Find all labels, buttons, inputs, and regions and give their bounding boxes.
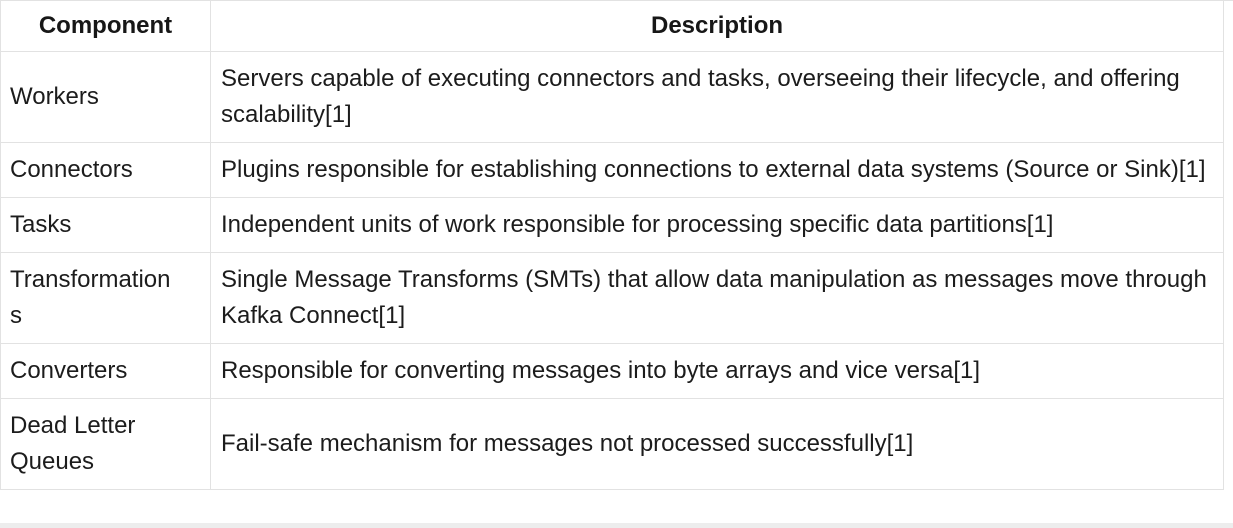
component-cell: Transformations	[0, 252, 211, 344]
column-header-component: Component	[0, 0, 211, 52]
description-cell: Responsible for converting messages into…	[210, 343, 1224, 399]
component-cell: Connectors	[0, 142, 211, 198]
table-row: Converters Responsible for converting me…	[0, 343, 1224, 399]
column-header-description: Description	[210, 0, 1224, 52]
table-row: Connectors Plugins responsible for estab…	[0, 142, 1224, 198]
description-cell: Fail-safe mechanism for messages not pro…	[210, 398, 1224, 490]
table-row: Tasks Independent units of work responsi…	[0, 197, 1224, 253]
table-row: Workers Servers capable of executing con…	[0, 51, 1224, 143]
table-row: Transformations Single Message Transform…	[0, 252, 1224, 344]
bottom-strip	[0, 523, 1233, 528]
description-cell: Independent units of work responsible fo…	[210, 197, 1224, 253]
component-cell: Converters	[0, 343, 211, 399]
table-row: Dead Letter Queues Fail-safe mechanism f…	[0, 398, 1224, 490]
description-cell: Plugins responsible for establishing con…	[210, 142, 1224, 198]
component-cell: Tasks	[0, 197, 211, 253]
table-header: Component Description	[0, 0, 1224, 52]
component-cell: Workers	[0, 51, 211, 143]
header-row: Component Description	[0, 0, 1224, 52]
description-cell: Single Message Transforms (SMTs) that al…	[210, 252, 1224, 344]
component-table: Component Description Workers Servers ca…	[0, 0, 1224, 490]
top-border-line	[0, 0, 1233, 1]
description-cell: Servers capable of executing connectors …	[210, 51, 1224, 143]
component-cell: Dead Letter Queues	[0, 398, 211, 490]
table-body: Workers Servers capable of executing con…	[0, 51, 1224, 490]
